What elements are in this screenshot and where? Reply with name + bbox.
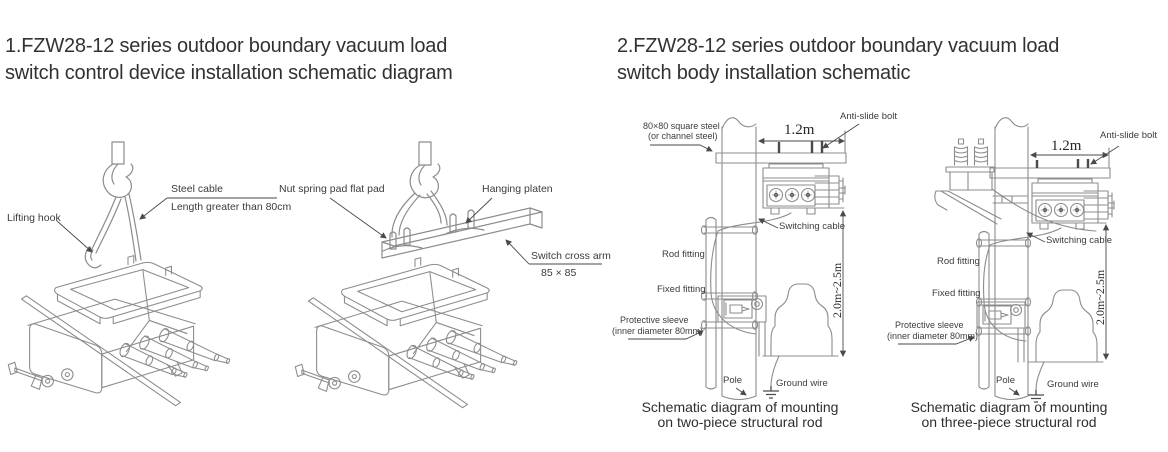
pole-label: Pole (723, 375, 743, 386)
height-dim-label: 2.0m~2.5m (830, 262, 844, 318)
rod-fitting-label: Rod fitting (937, 256, 980, 267)
sleeve-label-2: (inner diameter 80mm) (887, 331, 979, 341)
hanging-platen-label: Hanging platen (482, 183, 553, 195)
section2-title: 2.FZW28-12 series outdoor boundary vacuu… (617, 35, 1060, 84)
sleeve-leader (898, 336, 975, 345)
anti-slide-leader (822, 123, 860, 149)
insulator-cable (991, 188, 1097, 232)
caption-line-2: on three-piece structural rod (921, 414, 1097, 430)
crane-stub (111, 141, 125, 165)
three-piece-caption: Schematic diagram of mounting on three-p… (883, 400, 1135, 430)
cross-arm-label: Switch cross arm (531, 250, 611, 262)
platen-leader (465, 197, 493, 224)
anti-slide-bolts (1035, 159, 1090, 168)
structural-rod (705, 216, 717, 390)
fixed-fitting-shape (717, 295, 767, 323)
pole-leader (1008, 387, 1020, 396)
anti-slide-label: Anti-slide bolt (840, 111, 898, 122)
switching-cable-leader (1026, 232, 1046, 243)
ground-symbol (1028, 390, 1044, 403)
two-piece-caption: Schematic diagram of mounting on two-pie… (614, 400, 866, 430)
height-dim-label: 2.0m~2.5m (1093, 269, 1107, 325)
fixed-fitting-label: Fixed fitting (932, 288, 981, 299)
switching-cable-label: Switching cable (1046, 235, 1113, 246)
caption-line-1: Schematic diagram of mounting (641, 399, 839, 415)
three-piece-diagram-art (898, 117, 1120, 403)
switch-profile-shape (762, 283, 839, 357)
anti-slide-leader (1090, 145, 1120, 165)
pole-leader (735, 387, 747, 396)
cross-arm-diagram-art (294, 141, 602, 409)
rod-fitting-label: Rod fitting (662, 249, 705, 260)
crane-hook (102, 163, 134, 198)
cross-arm-size-label: 85 × 85 (541, 267, 577, 279)
fixed-fitting-label: Fixed fitting (657, 284, 706, 295)
lifting-hook-label: Lifting hook (7, 212, 61, 224)
lifting-hook-leader (56, 220, 93, 253)
lifting-diagram-art (7, 141, 277, 407)
switch-body-front (762, 163, 846, 215)
caption-line-2: on two-piece structural rod (657, 414, 823, 430)
cable-length-label: Length greater than 80cm (171, 201, 292, 213)
pole-bar (992, 195, 1028, 204)
square-steel-label-1: 80×80 square steel (643, 121, 720, 131)
nut-pad-leader (329, 197, 387, 239)
insulator-base-box (945, 166, 995, 191)
anti-slide-bolts (777, 141, 824, 153)
cross-arm-leader (505, 239, 530, 265)
sleeve-label-1: Protective sleeve (895, 320, 964, 330)
cable-loop (391, 192, 421, 238)
switching-cable-label: Switching cable (779, 221, 846, 232)
square-steel-label-2: (or channel steel) (648, 131, 718, 141)
switch-body-front (1031, 178, 1115, 230)
sleeve-label-1: Protective sleeve (620, 315, 689, 325)
ground-wire-label: Ground wire (776, 378, 828, 389)
square-steel-leader (650, 144, 713, 152)
gusset-brace (934, 190, 1002, 225)
ground-wire-line (770, 355, 780, 387)
pole-shape (721, 117, 757, 401)
hanging-platen-shape (442, 209, 485, 236)
switch-profile-shape (1027, 289, 1104, 363)
rod-fitting-bands (975, 238, 1032, 307)
cross-arm-steel (715, 152, 847, 164)
nut-spring-pads (382, 227, 423, 252)
section1-title: 1.FZW28-12 series outdoor boundary vacuu… (5, 35, 453, 84)
crane-hook (409, 163, 441, 199)
two-piece-diagram-art (628, 117, 860, 401)
switching-cable-leader (758, 218, 779, 229)
lifting-hook-shape (84, 246, 102, 269)
steel-cable-line (90, 196, 122, 254)
sleeve-label-2: (inner diameter 80mm) (612, 326, 704, 336)
sleeve-leader (628, 330, 704, 340)
steel-cable-leader (139, 197, 168, 220)
cross-arm-steel (989, 167, 1111, 179)
nut-pad-label: Nut spring pad flat pad (279, 183, 385, 195)
crane-stub (418, 141, 432, 166)
anti-slide-label: Anti-slide bolt (1100, 130, 1158, 141)
pole-label: Pole (996, 375, 1016, 386)
fixed-fitting-shape (976, 301, 1026, 329)
ground-symbol (763, 386, 779, 399)
span-dim-label: 1.2m (1051, 138, 1082, 154)
steel-cable-label: Steel cable (171, 183, 223, 195)
caption-line-1: Schematic diagram of mounting (910, 399, 1108, 415)
insulators (953, 138, 989, 166)
ground-wire-line (1035, 361, 1045, 391)
pole-shape (994, 117, 1029, 401)
cross-arm-beam (381, 207, 543, 259)
ground-wire-label: Ground wire (1047, 379, 1099, 390)
rod-fitting-bands (700, 225, 759, 301)
span-dim-label: 1.2m (784, 122, 815, 138)
